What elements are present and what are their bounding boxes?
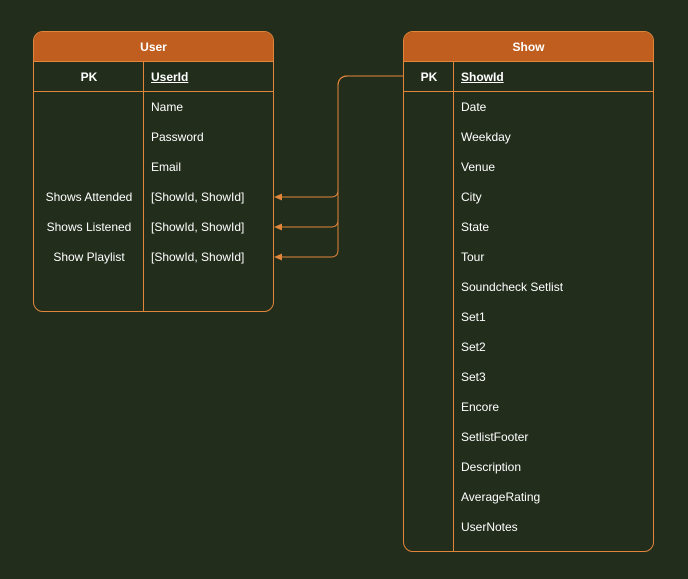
user-pk-label: PK	[80, 69, 98, 84]
user-row-field: Email	[151, 160, 182, 174]
show-pk-field: ShowId	[461, 69, 504, 84]
show-pk-row: PK ShowId	[404, 62, 653, 92]
show-field: Set3	[461, 370, 486, 384]
user-pk-row: PK UserId	[34, 62, 273, 92]
show-pk-label: PK	[420, 69, 438, 84]
show-field: Set2	[461, 340, 486, 354]
user-row-field: Password	[151, 130, 204, 144]
show-field: State	[461, 220, 490, 234]
show-field: Encore	[461, 400, 500, 414]
user-table-title: User	[34, 32, 273, 62]
user-row-key: Shows Attended	[45, 190, 133, 204]
show-field: Venue	[461, 160, 496, 174]
user-pk-field: UserId	[151, 69, 189, 84]
show-field: Soundcheck Setlist	[461, 280, 564, 294]
show-field: SetlistFooter	[461, 430, 529, 444]
arrowhead-shows-listened	[274, 223, 282, 231]
connector-shows-listened	[281, 75, 403, 228]
connector-show-playlist	[281, 75, 403, 258]
connector-shows-attended	[281, 75, 403, 198]
show-field: Weekday	[461, 130, 511, 144]
user-row-field: [ShowId, ShowId]	[151, 220, 245, 234]
user-column-divider	[143, 62, 144, 311]
user-row-field: [ShowId, ShowId]	[151, 190, 245, 204]
show-field: Tour	[461, 250, 485, 264]
show-table[interactable]: Show PK ShowId Date Weekday Venue City S…	[403, 31, 654, 552]
show-field: UserNotes	[461, 520, 518, 534]
user-row-key: Shows Listened	[46, 220, 132, 234]
user-row-field: [ShowId, ShowId]	[151, 250, 245, 264]
show-column-divider	[453, 62, 454, 551]
show-table-title: Show	[404, 32, 653, 62]
show-field: AverageRating	[461, 490, 541, 504]
user-row-field: Name	[151, 100, 184, 114]
show-field: City	[461, 190, 482, 204]
show-field: Description	[461, 460, 522, 474]
user-row-key: Show Playlist	[53, 250, 125, 264]
arrowhead-shows-attended	[274, 193, 282, 201]
show-field: Date	[461, 100, 487, 114]
show-field: Set1	[461, 310, 486, 324]
arrowhead-show-playlist	[274, 253, 282, 261]
user-table[interactable]: User PK UserId Name Password Email Shows…	[33, 31, 274, 312]
